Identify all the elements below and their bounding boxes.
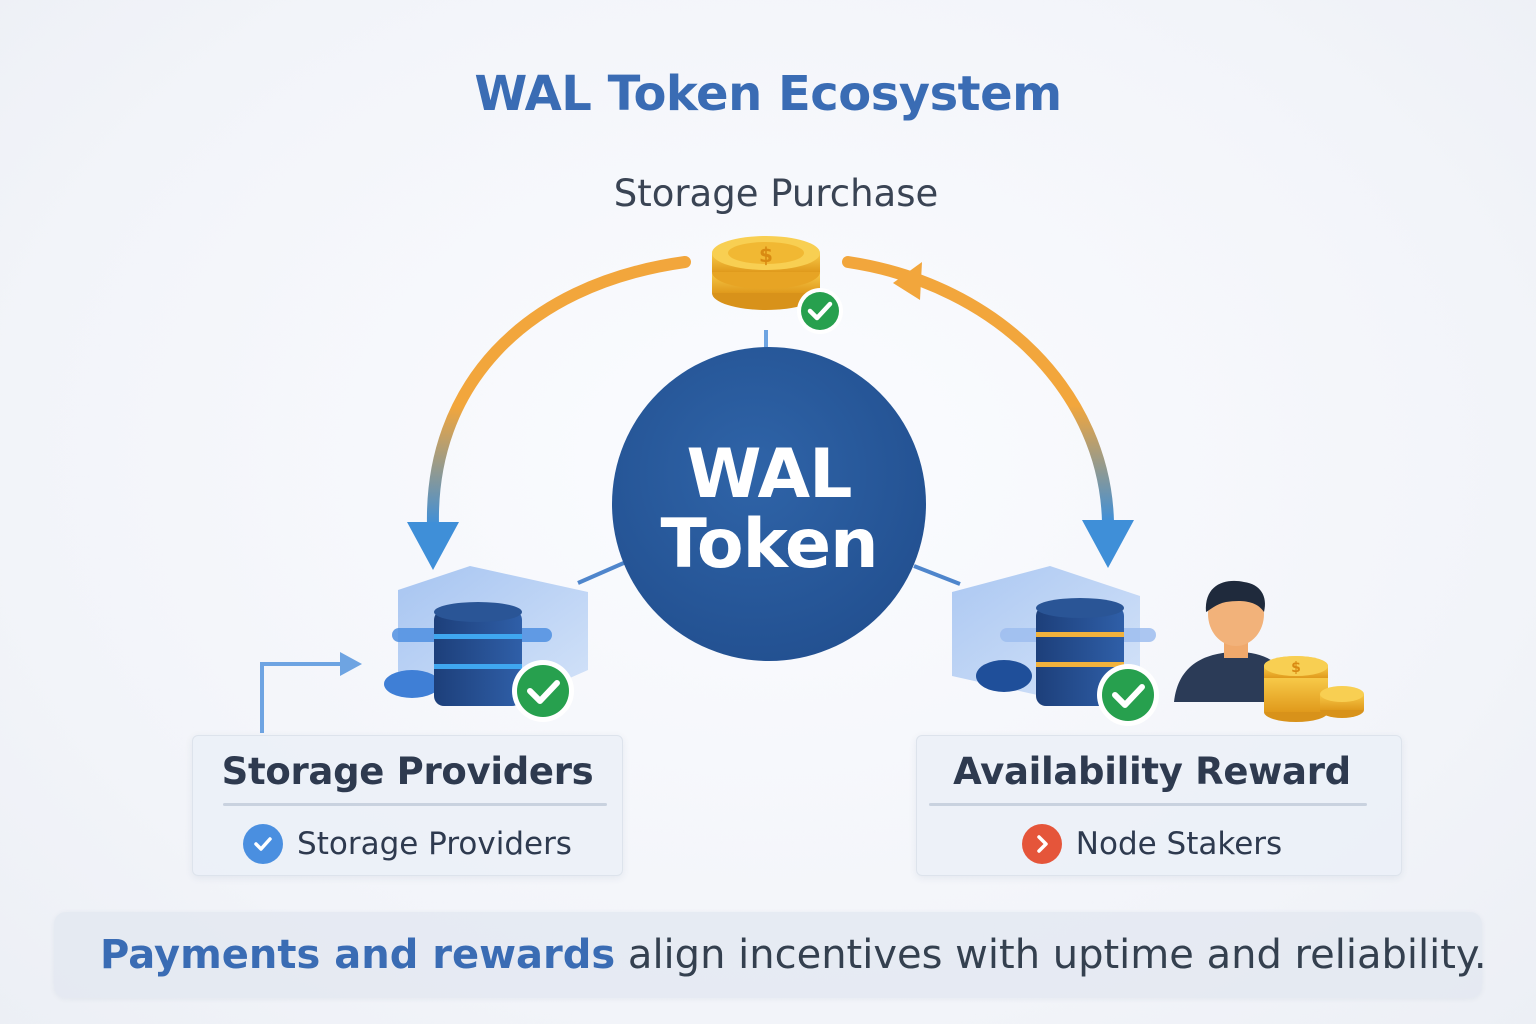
flow-arc-left [426, 256, 691, 531]
coin-stack-icon: $ [712, 236, 820, 310]
check-icon [797, 288, 843, 334]
core-label-line1: WAL [686, 435, 853, 514]
core-connector-left [577, 560, 627, 585]
card-divider [929, 803, 1367, 806]
storage-providers-item-label: Storage Providers [297, 826, 572, 862]
flow-arrowhead-return [893, 262, 922, 300]
core-label: WAL Token [612, 440, 926, 580]
availability-reward-title: Availability Reward [953, 750, 1351, 793]
check-icon [1097, 664, 1159, 726]
server-stack-icon [384, 566, 588, 706]
flow-arrowhead-right [1082, 520, 1134, 568]
flow-arrowhead-left [407, 522, 459, 570]
server-stack-icon [952, 566, 1156, 706]
svg-text:$: $ [759, 243, 773, 267]
footer-text: Payments and rewards align incentives wi… [100, 932, 1487, 978]
storage-providers-item: Storage Providers [193, 824, 622, 864]
diagram-title: WAL Token Ecosystem [474, 66, 1062, 122]
core-label-line2: Token [660, 505, 879, 584]
svg-text:$: $ [1291, 660, 1301, 676]
feed-arrow-line [260, 662, 344, 733]
coin-stack-icon: $ [1264, 656, 1364, 722]
storage-providers-card: Storage Providers Storage Providers [192, 735, 623, 876]
footer-banner: Payments and rewards align incentives wi… [54, 912, 1487, 998]
footer-emphasis: Payments and rewards [100, 932, 616, 978]
check-icon [512, 660, 574, 722]
node-stakers-item: Node Stakers [917, 824, 1387, 864]
footer-rest: align incentives with uptime and reliabi… [615, 932, 1487, 978]
card-divider [223, 803, 607, 806]
chevron-right-icon [1021, 824, 1062, 864]
storage-purchase-label: Storage Purchase [613, 172, 939, 215]
core-connector-right [913, 564, 961, 586]
node-stakers-item-label: Node Stakers [1075, 826, 1283, 862]
storage-providers-title: Storage Providers [221, 750, 594, 793]
check-icon [243, 824, 284, 864]
availability-reward-card: Availability Reward Node Stakers [916, 735, 1402, 876]
wal-token-core [612, 347, 926, 661]
